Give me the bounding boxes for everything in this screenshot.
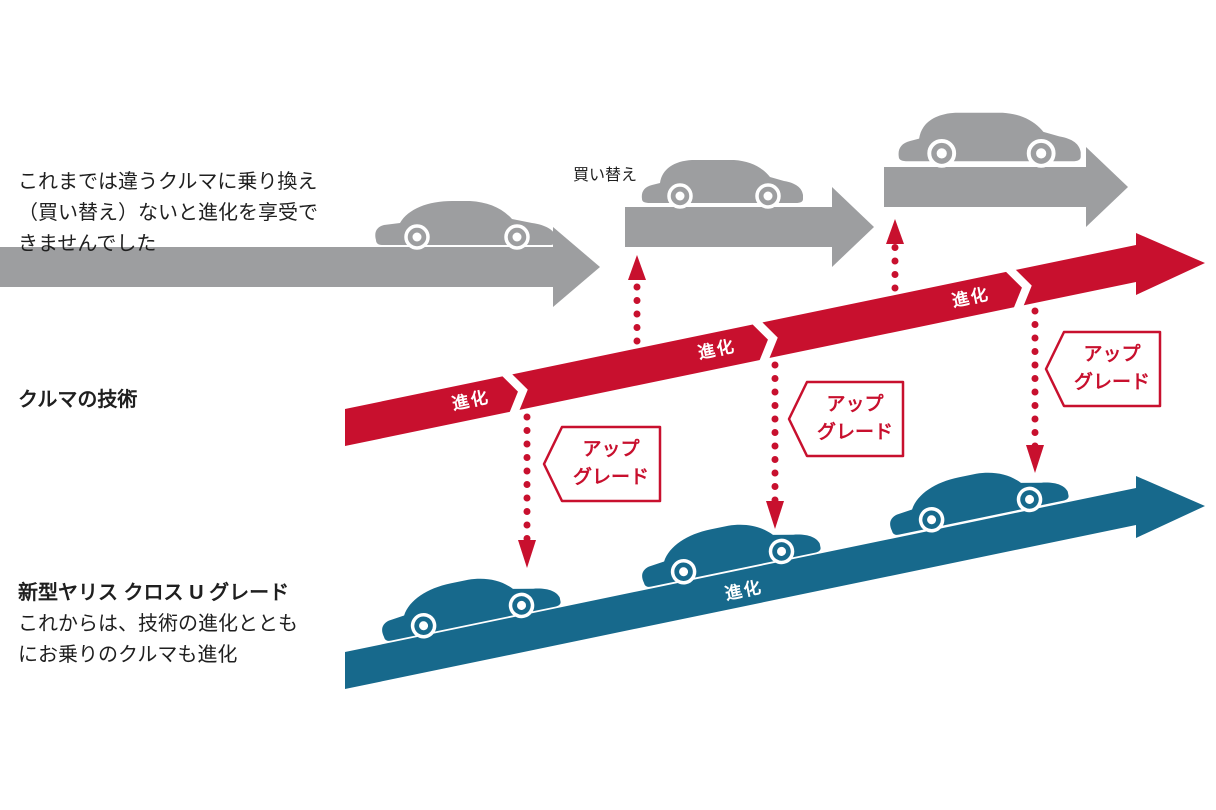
u-grade-note: 新型ヤリス クロス U グレード これからは、技術の進化ととも にお乗りのクルマ… [18, 578, 298, 671]
upgrade-tag-3: アップ グレード [1044, 330, 1162, 408]
car-technology-label: クルマの技術 [18, 389, 138, 411]
u-grade-note-line-2: にお乗りのクルマも進化 [18, 644, 238, 666]
trade-in-dotted-arrow-2 [886, 219, 904, 292]
upgrade-tag-2-line2: グレード [817, 420, 893, 443]
gray-arrow-step-3 [884, 147, 1128, 227]
gray-sedan-icon [373, 199, 558, 250]
upgrade-tag-2-line1: アップ [826, 392, 884, 415]
gray-arrow-step-2 [625, 187, 874, 267]
upgrade-tag-3-line2: グレード [1074, 370, 1150, 393]
upgrade-dotted-arrow-3 [1026, 307, 1044, 473]
chevron-separator-1 [494, 366, 528, 422]
legacy-note: これまでは違うクルマに乗り換え （買い替え）ないと進化を享受で きませんでした [18, 167, 318, 260]
chevron-separator-3 [998, 262, 1032, 318]
gray-suv-icon-2 [896, 110, 1083, 168]
legacy-note-line-3: きませんでした [18, 233, 157, 255]
u-grade-note-line-1: これからは、技術の進化ととも [18, 613, 298, 635]
upgrade-tag-1-line2: グレード [573, 465, 649, 488]
u-grade-title: 新型ヤリス クロス U グレード [18, 582, 290, 604]
upgrade-dotted-arrow-2 [766, 361, 784, 529]
u-grade-arrow [345, 476, 1205, 689]
gray-suv-icon-1 [640, 158, 805, 209]
legacy-note-line-2: （買い替え）ないと進化を享受で [18, 202, 318, 224]
upgrade-dotted-arrow-1 [518, 413, 536, 568]
upgrade-tag-2: アップ グレード [787, 380, 905, 458]
legacy-note-line-1: これまでは違うクルマに乗り換え [18, 171, 318, 193]
trade-in-label: 買い替え [573, 166, 637, 184]
chevron-separator-2 [744, 314, 778, 370]
upgrade-tag-1-line1: アップ [582, 437, 640, 460]
upgrade-tag-3-line1: アップ [1083, 342, 1141, 365]
upgrade-tag-1: アップ グレード [542, 425, 662, 503]
gray-arrow-step-1 [0, 227, 600, 307]
trade-in-dotted-arrow-1 [628, 255, 646, 345]
